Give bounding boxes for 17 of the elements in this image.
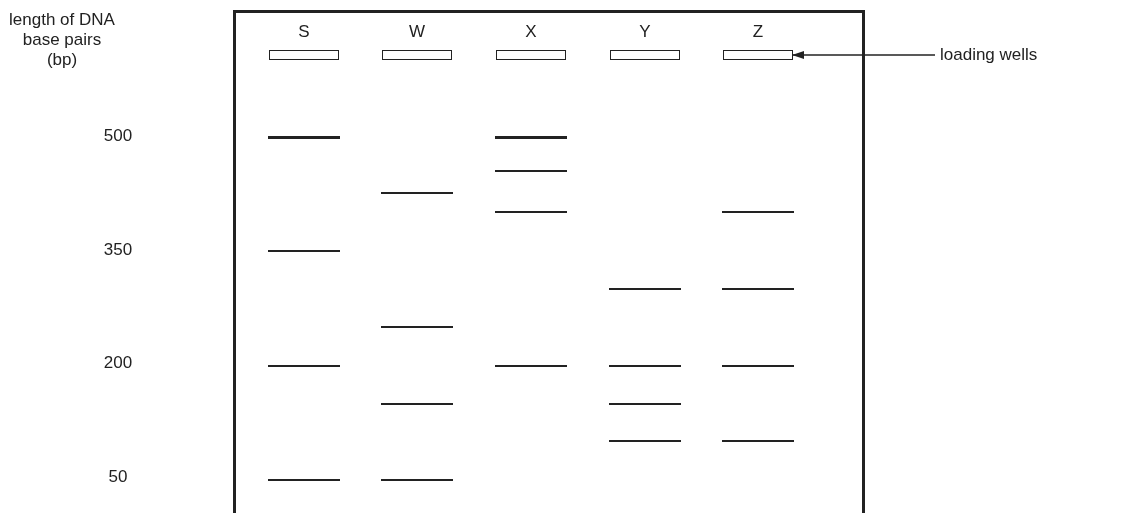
lane-label: S: [298, 22, 310, 42]
callout-label: loading wells: [940, 45, 1038, 65]
size-marker: 350: [103, 240, 133, 260]
loading-well: [269, 50, 339, 60]
size-marker: 200: [103, 353, 133, 373]
leader-arrow: [792, 51, 936, 59]
loading-well: [610, 50, 680, 60]
lane-label: W: [409, 22, 425, 42]
lane-label: X: [525, 22, 537, 42]
loading-well: [723, 50, 793, 60]
axis-title: length of DNA base pairs (bp): [8, 10, 116, 70]
loading-well: [382, 50, 452, 60]
size-marker: 500: [103, 126, 133, 146]
size-marker: 50: [108, 467, 128, 487]
lane-label: Z: [752, 22, 764, 42]
lane-label: Y: [639, 22, 651, 42]
loading-well: [496, 50, 566, 60]
